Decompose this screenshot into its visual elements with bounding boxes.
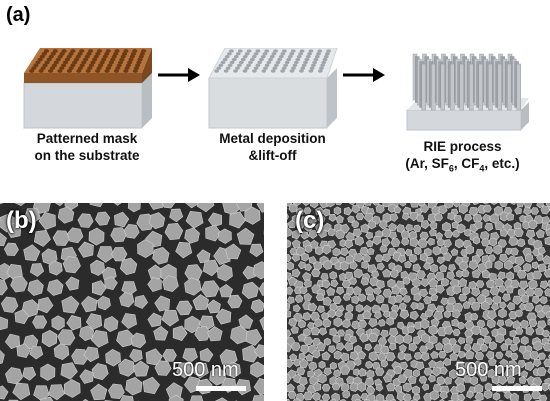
step1-line2: on the substrate [34, 148, 140, 163]
rie-pillars-substrate [406, 53, 529, 131]
step1-caption: Patterned mask on the substrate [12, 130, 162, 164]
step2-line2: &lift-off [248, 148, 297, 163]
panel-b-label: (b) [6, 207, 37, 234]
step3-caption: RIE process (Ar, SF6, CF4, etc.) [375, 138, 550, 178]
arrow-right-icon [158, 68, 200, 82]
step1-line1: Patterned mask [36, 131, 138, 146]
panel-c-label: (c) [295, 207, 325, 234]
sem-image-c: (c) 500 nm [287, 203, 550, 401]
scale-bar-c [492, 386, 542, 391]
panel-a-label: (a) [6, 4, 31, 26]
step3-line2: (Ar, SF6, CF4, etc.) [405, 156, 520, 174]
metal-dots-surface [208, 48, 338, 79]
sem-image-b: (b) 500 nm [0, 203, 264, 401]
mask-layer-front [24, 73, 142, 83]
step2-line1: Metal deposition [219, 131, 326, 146]
arrow-right-icon [343, 68, 385, 82]
scale-bar-c-label: 500 nm [455, 359, 522, 381]
patterned-mask-substrate [23, 48, 152, 129]
metal-deposition-substrate [208, 48, 338, 129]
scale-bar-b [196, 386, 246, 391]
step3-line1: RIE process [423, 139, 502, 154]
step2-caption: Metal deposition &lift-off [195, 130, 350, 164]
scale-bar-b-label: 500 nm [172, 359, 239, 381]
nanopillar-array [412, 53, 522, 111]
